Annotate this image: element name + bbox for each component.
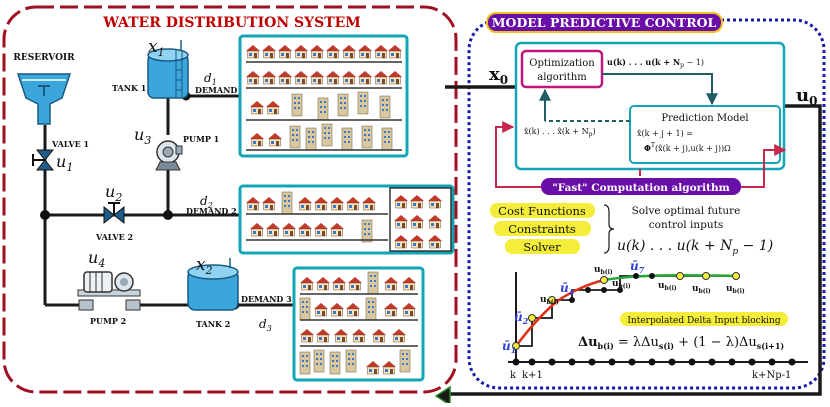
u4-label: u4 — [88, 248, 105, 270]
solver-label: Solver — [523, 240, 561, 254]
mpc-title-badge — [486, 12, 723, 33]
ubar2-label: ū2 — [514, 310, 529, 326]
knot-points — [512, 272, 740, 350]
axis-label-end: k+Np-1 — [752, 370, 791, 381]
reservoir-label: RESERVOIR — [13, 53, 75, 63]
x-sequence-label: x̂(k) . . . x̂(k + Np) — [524, 127, 596, 138]
valve-2-label: VALVE 2 — [95, 232, 133, 242]
fast-computation-badge — [541, 178, 741, 195]
u0-arrowhead — [434, 385, 451, 407]
ub-label-4: ub(i) — [658, 281, 677, 292]
cost-functions-pill — [490, 203, 595, 218]
ub-label-3: ub(i) — [612, 279, 631, 290]
prediction-model-box — [629, 105, 781, 164]
fast-loop-left-arrow — [495, 121, 541, 188]
u2-label: u2 — [105, 182, 122, 204]
ub-label-1: ub(i) — [540, 295, 559, 306]
prediction-title: Prediction Model — [661, 113, 748, 124]
pump-1-label: PUMP 1 — [183, 134, 219, 144]
pump-2-label: PUMP 2 — [90, 316, 126, 326]
optimization-line-1: Optimization — [529, 58, 595, 69]
water-system-border — [2, 5, 458, 394]
prediction-eq-1: x̂(k + j + 1) = — [637, 129, 693, 138]
axis-label-k: k — [510, 370, 517, 381]
interpolated-curve-red — [515, 278, 605, 347]
water-system-title: WATER DISTRIBUTION SYSTEM — [102, 15, 361, 31]
valve-2-icon — [103, 202, 125, 225]
x1-label: x1 — [148, 37, 165, 59]
tank-1-label: TANK 1 — [112, 83, 146, 93]
u-horizon-label: u(k) . . . u(k + Np − 1) — [617, 238, 773, 257]
time-axis-points — [512, 358, 796, 366]
valve-1-icon — [32, 149, 55, 171]
ubar4-label: ū4 — [560, 281, 575, 297]
optimization-line-2: algorithm — [537, 72, 587, 83]
blocking-label-pill — [620, 312, 788, 326]
ubar7-label: ū7 — [630, 259, 645, 275]
demand-3-label: DEMAND 3 — [241, 294, 292, 304]
solver-pill — [505, 239, 580, 254]
u3-label: u3 — [134, 125, 151, 147]
x2-label: x2 — [196, 255, 213, 277]
u0-feedback-line — [449, 104, 822, 396]
delta-equation: Δub(i) = λΔus(i) + (1 − λ)Δus(i+1) — [578, 335, 784, 351]
tank-2-icon — [187, 258, 239, 311]
d3-label: d3 — [259, 317, 272, 333]
solve-line-2: control inputs — [649, 219, 723, 231]
demand-area-2 — [238, 184, 455, 255]
constraints-pill — [494, 221, 591, 236]
solve-line-1: Solve optimal future — [632, 205, 741, 217]
cost-functions-label: Cost Functions — [498, 204, 586, 218]
optimization-box — [520, 49, 604, 89]
valve-1-label: VALVE 1 — [51, 139, 89, 149]
optimization-to-prediction-arrow — [602, 73, 718, 106]
ubar1-label: ū1 — [502, 339, 516, 355]
constraints-label: Constraints — [508, 222, 576, 236]
reservoir-icon — [16, 73, 72, 125]
pump-2-icon — [77, 271, 141, 311]
demand-2-label: DEMAND 2 — [186, 206, 237, 216]
mpc-title: MODEL PREDICTIVE CONTROL — [492, 15, 717, 30]
fast-loop-right-arrow — [741, 144, 787, 188]
d1-label: d1 — [204, 71, 217, 87]
blocking-label: Interpolated Delta Input blocking — [627, 316, 780, 326]
ub-label-2: ub(i) — [594, 265, 613, 276]
demand-area-1 — [238, 34, 409, 158]
d2-label: d2 — [200, 194, 213, 210]
demand-area-3 — [292, 266, 425, 382]
ub-label-6: ub(i) — [726, 284, 745, 295]
demand-1-label: DEMAND 1 — [195, 85, 246, 95]
u0-label: u0 — [796, 85, 817, 108]
u1-label: u1 — [56, 152, 73, 174]
pump-1-icon — [155, 140, 183, 171]
blocked-points — [569, 273, 655, 303]
brace — [603, 204, 615, 254]
x0-label: x0 — [489, 64, 508, 87]
ub-label-5: ub(i) — [692, 284, 711, 295]
u-sequence-label: u(k) . . . u(k + Np − 1) — [607, 57, 704, 69]
tank-1-icon — [147, 40, 189, 99]
tank-2-label: TANK 2 — [196, 319, 230, 329]
axis-label-k1: k+1 — [522, 370, 543, 381]
prediction-eq-2: ΦT(x̂(k + j),u(k + j))Ω — [644, 142, 731, 153]
fast-computation-label: "Fast" Computation algorithm — [552, 182, 730, 194]
